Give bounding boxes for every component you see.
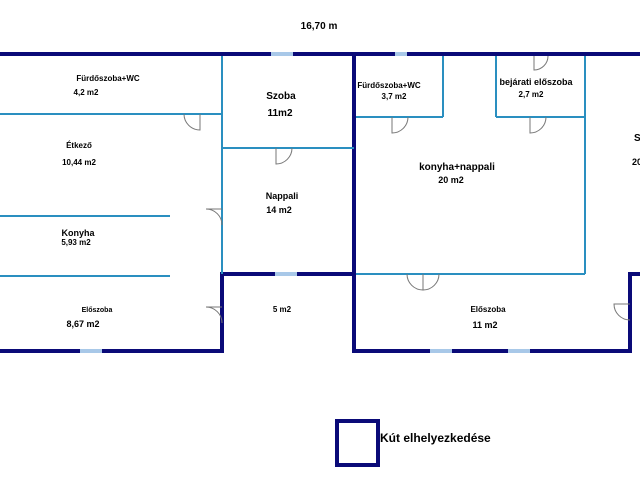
room-area-bejarati: 2,7 m2	[519, 90, 544, 99]
room-name-szoba1: Szoba	[266, 91, 296, 102]
room-name-konyha: Konyha	[61, 228, 95, 238]
dimension-label: 16,70 m	[301, 21, 338, 32]
well-legend-square	[335, 419, 380, 467]
room-area-nappali1: 14 m2	[266, 205, 292, 215]
room-name-eloszoba2: Előszoba	[470, 305, 506, 314]
room-name-furdo1: Fürdőszoba+WC	[76, 74, 140, 83]
room-name-konyhanappali: konyha+nappali	[419, 162, 495, 173]
room-name-nappali1: Nappali	[266, 191, 299, 201]
outer-walls	[0, 52, 640, 353]
room-area-szoba1: 11m2	[267, 108, 292, 119]
windows	[80, 52, 530, 353]
room-area-small: 5 m2	[273, 305, 292, 314]
room-area-eloszoba2: 11 m2	[472, 320, 497, 330]
room-name-furdo2: Fürdőszoba+WC	[357, 81, 421, 90]
room-area-furdo1: 4,2 m2	[74, 88, 99, 97]
room-area-konyha: 5,93 m2	[61, 238, 91, 247]
room-area-furdo2: 3,7 m2	[382, 92, 407, 101]
room-area-etkezo: 10,44 m2	[62, 158, 96, 167]
room-name-bejarati: bejárati előszoba	[499, 77, 573, 87]
doors	[183, 55, 631, 324]
inner-walls	[0, 56, 586, 277]
well-legend-label: Kút elhelyezkedése	[380, 431, 491, 445]
room-name-etkezo: Étkező	[66, 141, 92, 150]
room-area-eloszoba1: 8,67 m2	[66, 319, 99, 329]
room-name-cutoff: S	[634, 133, 640, 144]
room-area-cutoff: 20	[632, 157, 640, 167]
room-area-konyhanappali: 20 m2	[438, 175, 464, 185]
room-name-eloszoba1: Előszoba	[82, 307, 113, 314]
